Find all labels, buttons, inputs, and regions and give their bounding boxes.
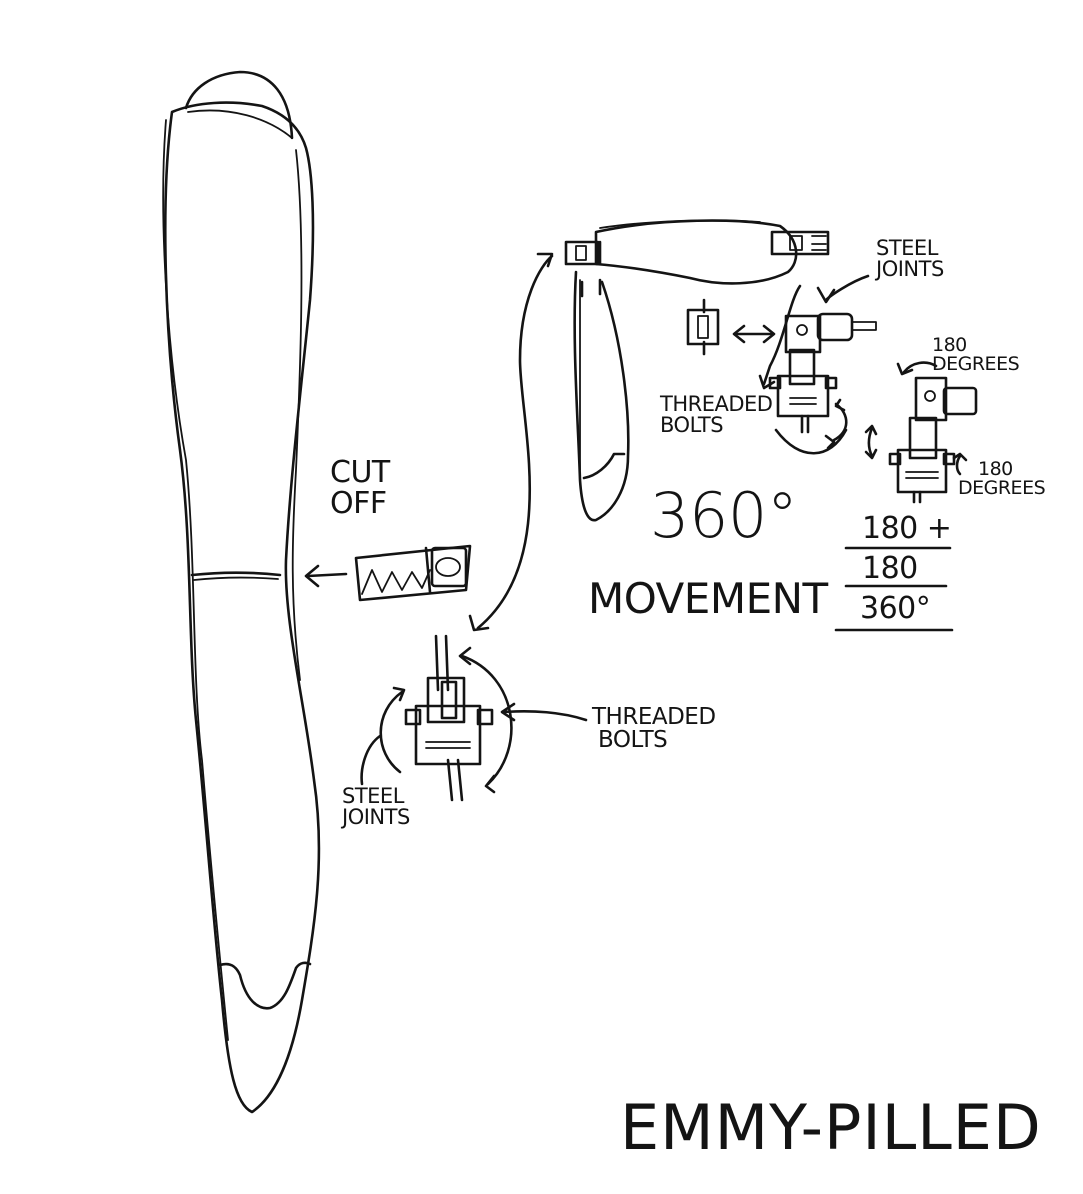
- cut-off-label: CUT OFF: [330, 455, 390, 521]
- joint-assembly-middle: [686, 274, 877, 455]
- degrees-top-line-2: DEGREES: [932, 353, 1020, 376]
- steel-joints-bottom-line-2: JOINTS: [342, 805, 410, 830]
- cut-off-line-1: CUT: [330, 455, 390, 490]
- sum-addend-1: 180 +: [862, 511, 952, 546]
- big-angle-text: 360°: [650, 479, 798, 552]
- degrees-label-top: 180 DEGREES: [932, 334, 1020, 376]
- steel-joints-label-bottom: STEEL JOINTS: [342, 784, 410, 830]
- sum-addend-2: 180: [862, 551, 918, 586]
- threaded-bolts-top-line-2: BOLTS: [660, 413, 724, 438]
- degrees-top-line-1: 180: [932, 334, 967, 356]
- degrees-label-bottom: 180 DEGREES: [958, 458, 1046, 500]
- joint-assembly-right: [864, 361, 978, 504]
- degrees-bottom-line-2: DEGREES: [958, 477, 1046, 500]
- steel-joints-label-top: STEEL JOINTS: [876, 236, 944, 282]
- degrees-bottom-line-1: 180: [978, 458, 1013, 480]
- threaded-bolts-top-line-1: THREADED: [660, 392, 773, 416]
- signature-text: EMMY-PILLED: [620, 1091, 1042, 1164]
- cut-off-line-2: OFF: [330, 485, 387, 521]
- threaded-bolts-label-bottom: THREADED BOLTS: [592, 704, 716, 754]
- movement-text: MOVEMENT: [588, 574, 828, 623]
- joint-assembly-bottom: [360, 252, 588, 802]
- sum-underlines: [834, 546, 954, 632]
- limb-assembly-top: [564, 219, 830, 522]
- steel-joints-top-line-2: JOINTS: [876, 257, 944, 282]
- cut-off-piece: [304, 544, 472, 602]
- steel-joints-top-line-1: STEEL: [876, 236, 938, 260]
- limb-drawing: [162, 70, 321, 1114]
- sum-result: 360°: [860, 591, 931, 626]
- threaded-bolts-bottom-line-1: THREADED: [592, 704, 716, 730]
- threaded-bolts-bottom-line-2: BOLTS: [598, 727, 668, 754]
- threaded-bolts-label-top: THREADED BOLTS: [660, 392, 773, 438]
- steel-joints-bottom-line-1: STEEL: [342, 784, 404, 808]
